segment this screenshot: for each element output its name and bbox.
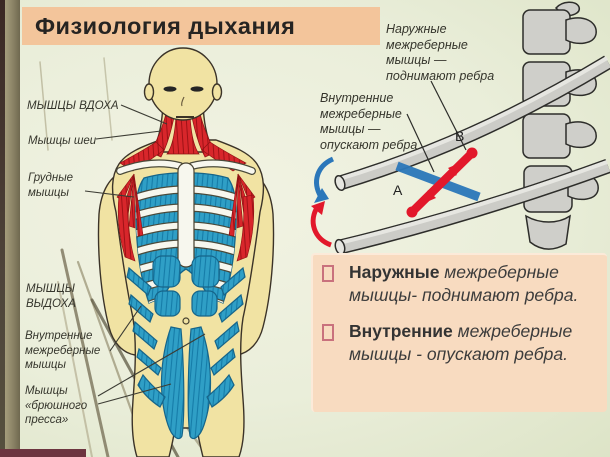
bottom-left-accent-bar <box>0 449 86 457</box>
summary-panel: Наружные межреберные мышцы- поднимают ре… <box>311 253 607 412</box>
list-item-text: Наружные межреберные мышцы- поднимают ре… <box>349 262 579 305</box>
label-external-intercostals: Наружные межреберные мышцы — поднимают р… <box>386 22 495 83</box>
left-callout-lines <box>84 104 206 405</box>
external-intercostal-band-red <box>406 147 478 218</box>
label-neck-muscles: Мышцы шеи <box>28 135 97 147</box>
label-exhale-muscles: МЫШЦЫ ВЫДОХА <box>26 283 76 310</box>
spine <box>522 1 599 250</box>
pectoral-muscles-red <box>116 173 256 262</box>
face <box>163 86 204 92</box>
ribs <box>334 55 610 256</box>
title-banner: Физиология дыхания <box>22 7 380 45</box>
sternum <box>177 162 195 268</box>
label-internal-intercostals: Внутренние межреберные мышцы — опускают … <box>320 91 418 152</box>
label-inhale-muscles: МЫШЦЫ ВДОХА <box>27 100 119 112</box>
rib-motion-arrow-down-red <box>310 201 333 248</box>
list-item-text: Внутренние межреберные мышцы - опускают … <box>349 321 573 364</box>
right-ear <box>211 83 223 101</box>
rib-diagram <box>310 1 610 256</box>
point-a-label: A <box>393 182 403 198</box>
list-item: Внутренние межреберные мышцы - опускают … <box>322 320 599 366</box>
label-internal-intercostal-muscles: Внутренние межреберные мышцы <box>25 330 101 371</box>
label-abdominal-press-muscles: Мышцы «брюшного пресса» <box>25 385 88 426</box>
point-b-label: B <box>455 128 465 144</box>
left-ear <box>143 83 155 101</box>
left-edge-olive-strip <box>5 0 20 457</box>
page-title: Физиология дыхания <box>35 13 296 39</box>
abdominal-muscles-blue <box>126 255 246 440</box>
torso-figure <box>97 47 275 457</box>
nose <box>181 96 185 107</box>
clavicles <box>116 159 256 175</box>
bullet-icon <box>322 324 334 341</box>
right-callout-lines <box>406 80 467 173</box>
rib-motion-arrow-up-blue <box>314 156 335 203</box>
label-pectoral-muscles: Грудные мышцы <box>28 172 74 199</box>
left-edge-dark-strip <box>0 0 5 457</box>
bullet-icon <box>322 265 334 282</box>
head <box>148 47 218 121</box>
navel <box>182 317 190 325</box>
list-item: Наружные межреберные мышцы- поднимают ре… <box>322 261 599 307</box>
